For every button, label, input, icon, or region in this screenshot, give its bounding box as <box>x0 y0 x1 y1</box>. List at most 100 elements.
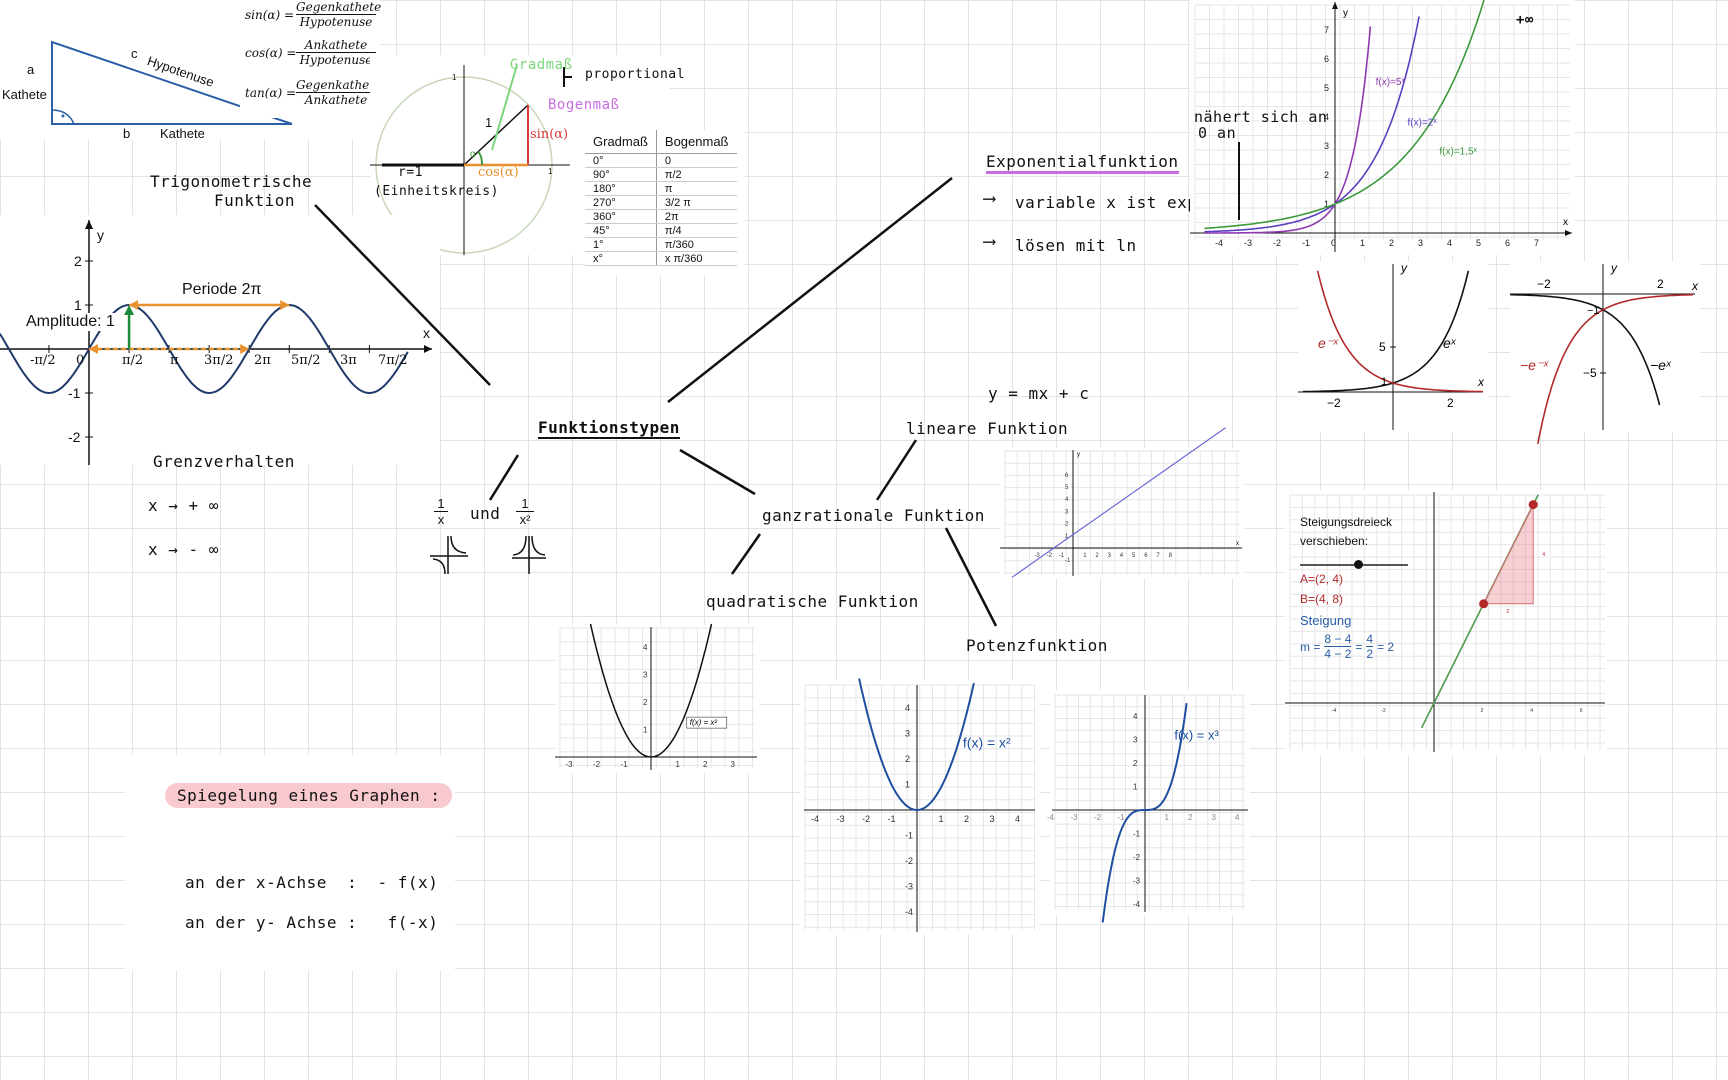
lin-y-label: y <box>1077 452 1080 458</box>
tan-den: Ankathete <box>304 93 368 107</box>
table-cell: 360° <box>585 209 657 224</box>
table-cell: π/2 <box>656 167 737 182</box>
y-tick-label: 2 <box>905 754 910 764</box>
x-tick-label: 4 <box>1530 708 1533 714</box>
sine-y-tick: -1 <box>68 385 81 401</box>
table-cell: 90° <box>585 167 657 182</box>
reciprocal-und: und <box>470 504 501 523</box>
slope-title-1: Steigungsdreieck <box>1300 515 1393 529</box>
y-tick-label: -2 <box>905 856 913 866</box>
curve-1-5x <box>1204 0 1485 230</box>
frac-2-num: 4 <box>1366 632 1374 647</box>
table-cell: x π/360 <box>656 251 737 266</box>
reciprocal-den: x² <box>519 512 531 527</box>
tan-lhs: tan(α) = <box>245 86 297 100</box>
limit-title[interactable]: Grenzverhalten <box>153 452 295 471</box>
sine-x-tick: 5π/2 <box>291 353 321 368</box>
x-tick-label: -3 <box>566 760 574 769</box>
period-arrow-head <box>129 300 139 310</box>
rational-title[interactable]: ganzrationale Funktion <box>762 506 985 525</box>
sine-x-tick: 3π/2 <box>204 353 234 368</box>
x-tick-label: 4 <box>1120 553 1124 559</box>
negex-x-tick-label: −2 <box>1537 277 1551 291</box>
cos-fraction: Ankathete Hypotenuse <box>296 38 376 67</box>
reciprocal-den: x <box>437 512 445 527</box>
equals: = <box>1355 639 1363 654</box>
mirror-title[interactable]: Spiegelung eines Graphen : <box>165 783 453 808</box>
slope-triangle <box>1482 504 1534 605</box>
table-cell: x° <box>585 251 657 266</box>
y-tick-label: 4 <box>1133 712 1138 721</box>
r-label: r=1 <box>398 165 423 180</box>
triangle-label-a: a <box>27 62 35 77</box>
x-tick-label: -3 <box>837 814 845 824</box>
tan-num: Gegenkathete <box>296 78 382 93</box>
y-tick-label: 4 <box>905 703 910 713</box>
slope-title-2: verschieben: <box>1300 534 1369 548</box>
table-header-gradmass: Gradmaß <box>585 130 657 154</box>
mirror-y-axis: an der y- Achse : f(-x) <box>185 913 439 932</box>
exp-title[interactable]: Exponentialfunktion <box>986 152 1179 174</box>
x-tick-label: 4 <box>1015 814 1020 824</box>
period-baseline-head <box>240 344 250 354</box>
sine-x-tick: 7π/2 <box>378 353 408 368</box>
ex-x-tick-label: 2 <box>1447 396 1454 410</box>
y-tick-label: 3 <box>1065 509 1069 515</box>
period-arrow-head <box>280 300 290 310</box>
slider-knob[interactable] <box>1354 560 1364 569</box>
cos-label: cos(α) <box>478 165 519 180</box>
curve-5x <box>1204 26 1372 234</box>
table-row: 0°0 <box>585 153 737 168</box>
x-tick-label: 2 <box>1188 813 1193 822</box>
curve-label-1-5x: f(x)=1,5ˣ <box>1439 147 1477 158</box>
negex-y-label: y <box>1610 261 1618 275</box>
y-tick-label: 1 <box>643 726 648 735</box>
linear-title[interactable]: lineare Funktion <box>906 419 1069 438</box>
ex-pos-label: eˣ <box>1443 335 1457 351</box>
y-tick-label: -3 <box>905 882 913 892</box>
x-tick-label: -2 <box>1094 813 1102 822</box>
y-tick-label: 1 <box>1133 783 1138 792</box>
y-tick-label: 7 <box>1324 25 1329 35</box>
cos-num: Ankathete <box>296 38 376 53</box>
y-tick-label: 5 <box>1065 485 1069 491</box>
reciprocal-num: 1 <box>434 496 448 512</box>
x-tick-label: 1 <box>676 760 681 769</box>
reciprocal-sketches <box>430 535 546 575</box>
dx-label: 2 <box>1506 609 1509 615</box>
quadratic-title[interactable]: quadratische Funktion <box>706 592 919 611</box>
radius-one-label: 1 <box>485 115 493 130</box>
x-tick-label: -3 <box>1244 238 1252 248</box>
y-tick-label: -4 <box>1133 900 1141 909</box>
sine-x-label: x <box>423 325 430 341</box>
frac-1: 8 − 4 4 − 2 <box>1324 632 1352 661</box>
frac-2-den: 2 <box>1366 647 1374 661</box>
table-cell: 45° <box>585 223 657 238</box>
linear-line <box>1011 427 1226 578</box>
mirror-card: Spiegelung eines Graphen : an der x-Achs… <box>125 755 455 970</box>
power-title[interactable]: Potenzfunktion <box>966 636 1108 655</box>
cos-den: Hypotenuse <box>299 53 373 67</box>
sine-y-tick: 2 <box>74 253 82 269</box>
x-tick-label: -2 <box>1381 708 1386 714</box>
sine-y-tick: -2 <box>68 429 81 445</box>
slider-track[interactable] <box>1300 564 1408 566</box>
bogenmass-label: Bogenmaß <box>548 97 620 113</box>
x-tick-label: -1 <box>621 760 629 769</box>
center-topic[interactable]: Funktionstypen <box>538 418 680 439</box>
sine-x-tick: 2π <box>254 353 271 368</box>
sine-x-tick: 3π <box>340 353 357 368</box>
x-tick-label: 1 <box>939 814 944 824</box>
x-tick-label: -4 <box>1047 813 1055 822</box>
slope-slider[interactable] <box>1300 560 1408 570</box>
reciprocal-group[interactable]: 1 x und 1 x² <box>428 496 548 576</box>
y-tick-label: -3 <box>1133 877 1141 886</box>
table-cell: 2π <box>656 209 737 224</box>
x-tick-label: 8 <box>1169 553 1173 559</box>
proportional-label: proportional <box>585 67 685 82</box>
table-row: x°x π/360 <box>585 251 737 266</box>
y-tick-label: -1 <box>905 831 913 841</box>
x-tick-label: 6 <box>1580 708 1583 714</box>
limit-plus: x → + ∞ <box>148 496 219 515</box>
curve-ex <box>1303 270 1470 393</box>
